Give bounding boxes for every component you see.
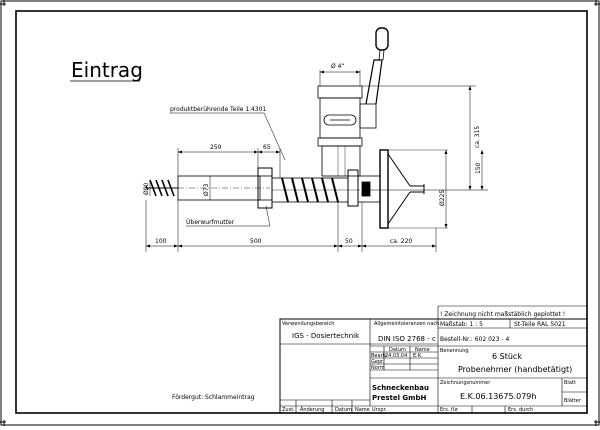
datum2-label: Datum bbox=[335, 407, 352, 413]
zust-label: Zust. bbox=[282, 407, 295, 413]
benennung-line2: Probenehmer (handbetätigt) bbox=[458, 365, 572, 374]
dim-150: 150 bbox=[475, 162, 482, 174]
dim-250: 250 bbox=[210, 144, 222, 151]
sheet-label: Blatt bbox=[564, 380, 576, 386]
bearb-label: Bearb. bbox=[371, 353, 388, 359]
dim-pipe-dia: Ø 4" bbox=[331, 63, 344, 70]
material-note: produktberührende Teile 1.4301 bbox=[170, 106, 267, 113]
dim-dia90: Ø90 bbox=[143, 182, 150, 195]
valve-slot bbox=[323, 114, 357, 126]
sheets-label: Blätter bbox=[564, 398, 582, 404]
title-block: ! Zeichnung nicht maßstäblich geplottet … bbox=[172, 311, 582, 413]
dim-100: 100 bbox=[155, 238, 167, 245]
datum-header: Datum bbox=[389, 347, 406, 353]
plot-note: ! Zeichnung nicht maßstäblich geplottet … bbox=[440, 311, 565, 318]
gepr-label: Gepr. bbox=[371, 359, 385, 365]
bearb-date: 24.03.04 bbox=[385, 353, 407, 359]
name2-label: Name bbox=[355, 407, 370, 413]
dim-dia73: Ø73 bbox=[203, 183, 210, 196]
dim-500: 500 bbox=[250, 238, 262, 245]
hopper-pipe bbox=[321, 145, 361, 177]
bearb-name: E.K. bbox=[413, 353, 423, 359]
ers-durch-label: Ers. durch bbox=[508, 407, 533, 413]
leader-line bbox=[263, 112, 286, 161]
lever-hub bbox=[359, 103, 377, 129]
dim-dia225: Ø225 bbox=[439, 190, 446, 206]
aenderung-label: Änderung bbox=[300, 406, 324, 413]
lever-knob bbox=[375, 27, 389, 51]
norm-label: Norm bbox=[371, 365, 385, 371]
dimension-lines bbox=[145, 70, 488, 252]
screw-tip bbox=[145, 179, 178, 197]
dim-50: 50 bbox=[345, 238, 353, 245]
drawing-number-label: Zeichnungsnummer bbox=[440, 380, 491, 386]
benennung-line1: 6 Stück bbox=[492, 352, 522, 361]
verwendung-label: Verwendungsbereich bbox=[282, 321, 334, 327]
benennung-label: Benennung bbox=[440, 348, 469, 354]
order-number: Bestell-Nr.: 602 023 - 4 bbox=[440, 336, 510, 343]
verwendung-value: IGS - Dosiertechnik bbox=[292, 332, 360, 340]
sampler-assembly bbox=[145, 27, 448, 229]
title-block-grid bbox=[279, 305, 588, 414]
ers-fuer-label: Ers. für bbox=[440, 407, 459, 413]
name-header: Name bbox=[415, 347, 430, 353]
drawing-title: Eintrag bbox=[71, 58, 143, 82]
conveyed-material: Fördergut: Schlammeintrag bbox=[172, 394, 255, 401]
company-line1: Schneckenbau bbox=[372, 384, 429, 392]
tolerance-label: Allgemeintoleranzen nach bbox=[374, 321, 439, 327]
label-union-nut: Überwurfmutter bbox=[186, 219, 235, 226]
st-teile-text: St-Teile RAL 5021 bbox=[514, 321, 566, 328]
drawing-number: E.K.06.13675.079h bbox=[460, 392, 536, 401]
dimension-arrows bbox=[146, 70, 484, 248]
hand-lever bbox=[365, 59, 383, 105]
dim-ca220: ca. 220 bbox=[390, 238, 412, 245]
urspr-label: Urspr. bbox=[372, 407, 387, 413]
dim-ca315: ca. 315 bbox=[474, 126, 481, 148]
company-line2: Prestel GmbH bbox=[372, 394, 426, 402]
dim-65: 65 bbox=[263, 144, 271, 151]
scale-text: Maßstab: 1 : 5 bbox=[440, 321, 483, 328]
tolerance-value: DIN ISO 2768 - c bbox=[378, 335, 436, 343]
